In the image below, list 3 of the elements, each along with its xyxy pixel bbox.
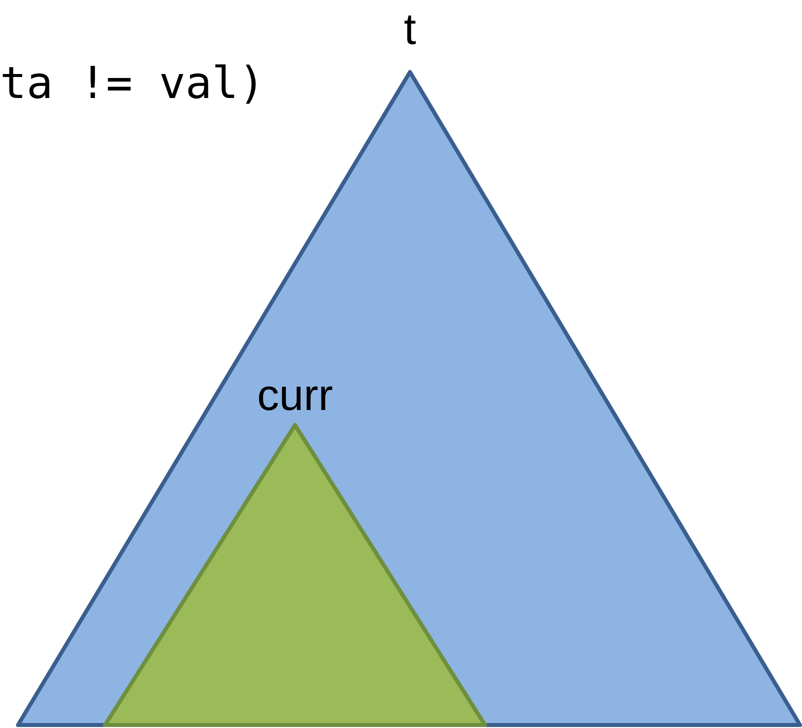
tree-label: t: [404, 8, 416, 52]
code-text: ta != val): [0, 62, 265, 106]
tree-label: curr: [257, 374, 333, 418]
